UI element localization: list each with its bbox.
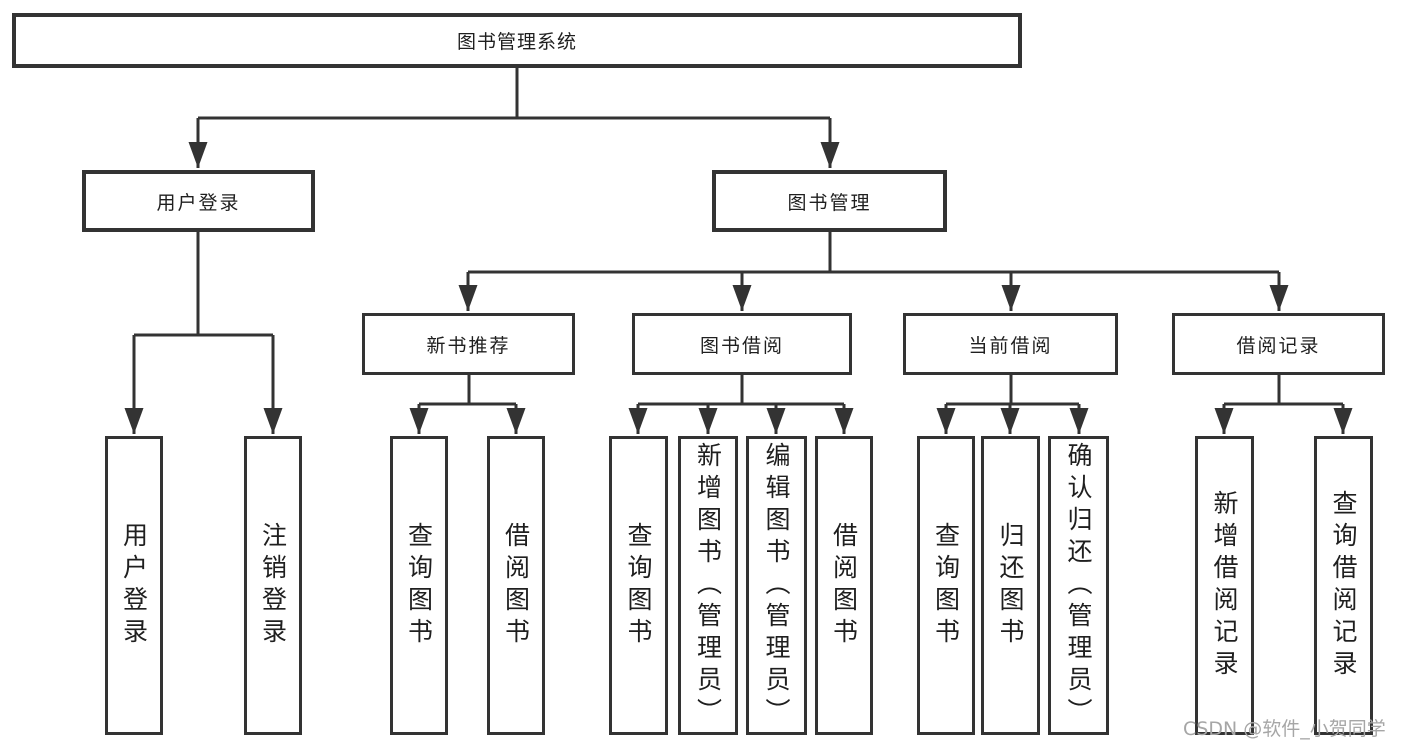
connector-new-book-children [409, 375, 526, 434]
csdn-watermark: CSDN @软件_小贺同学 [1183, 718, 1386, 740]
node-current-borrowing: 当前借阅 [903, 313, 1118, 375]
connector-user-login-children [124, 232, 283, 434]
leaf-query-books-current: 查询图书 [917, 436, 975, 735]
leaf-return-books: 归还图书 [981, 436, 1040, 735]
leaf-add-borrow-record: 新增借阅记录 [1195, 436, 1254, 735]
node-book-borrowing: 图书借阅 [632, 313, 852, 375]
leaf-user-login: 用户登录 [105, 436, 163, 735]
node-library-management-system: 图书管理系统 [12, 13, 1022, 68]
node-new-book-recommendation: 新书推荐 [362, 313, 575, 375]
leaf-logout: 注销登录 [244, 436, 302, 735]
leaf-add-books-admin: 新增图书（管理员） [678, 436, 738, 735]
node-book-management: 图书管理 [712, 170, 947, 232]
connector-root-to-level2 [188, 68, 840, 168]
connector-record-children [1214, 375, 1353, 434]
leaf-borrow-books-new-book: 借阅图书 [487, 436, 545, 735]
connector-current-children [936, 375, 1089, 434]
connector-book-mgmt-children [458, 232, 1289, 311]
leaf-edit-books-admin: 编辑图书（管理员） [746, 436, 807, 735]
connector-borrow-children [628, 375, 854, 434]
leaf-borrow-books-borrow: 借阅图书 [815, 436, 873, 735]
node-user-login: 用户登录 [82, 170, 315, 232]
node-borrowing-records: 借阅记录 [1172, 313, 1385, 375]
leaf-query-borrow-record: 查询借阅记录 [1314, 436, 1373, 735]
leaf-confirm-return-admin: 确认归还（管理员） [1048, 436, 1109, 735]
leaf-query-books-new-book: 查询图书 [390, 436, 448, 735]
leaf-query-books-borrow: 查询图书 [609, 436, 668, 735]
